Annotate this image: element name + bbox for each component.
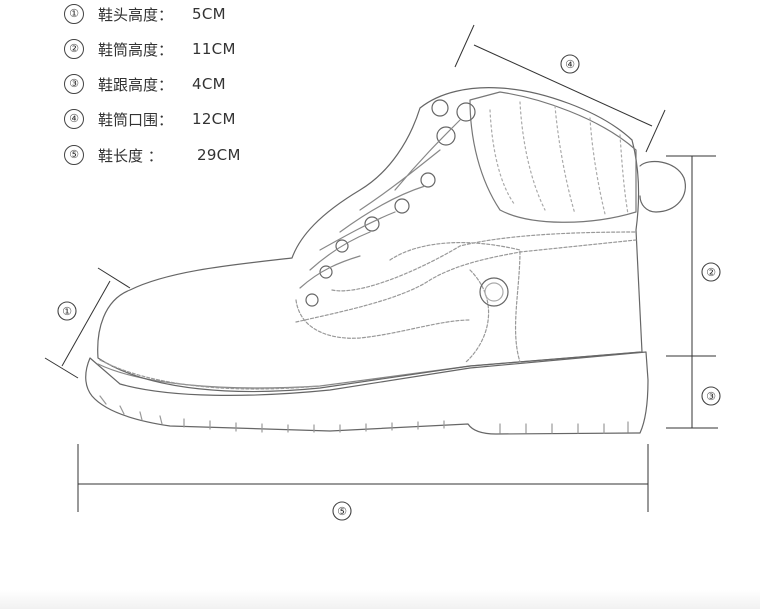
legend-label-length: 鞋长度 ： [98, 146, 163, 165]
legend-row-opening: ④ 鞋筒口围： 12CM [64, 105, 235, 133]
legend-value-shaft-height: 11CM [192, 40, 236, 58]
toe-cap-seam [295, 299, 471, 339]
logo-badge [479, 277, 509, 307]
legend-number-4: ④ [64, 109, 84, 129]
opening-line [473, 44, 653, 127]
legend-value-heel-height: 4CM [192, 75, 226, 93]
legend-value-length: 29CM [197, 146, 241, 164]
legend-number-3: ③ [64, 74, 84, 94]
legend-number-2: ② [64, 39, 84, 59]
bottom-fade [0, 590, 760, 609]
marker-heel-height: ③ [706, 390, 716, 403]
sole-tread [99, 395, 629, 434]
legend-row-heel-height: ③ 鞋跟高度： 4CM [64, 70, 226, 98]
collar-padding [469, 91, 637, 223]
boot-upper [97, 87, 643, 393]
legend-label-opening: 鞋筒口围： [98, 110, 174, 129]
stitching [99, 231, 637, 390]
legend-row-length: ⑤ 鞋长度 ： 29CM [64, 141, 240, 169]
legend-label-shaft-height: 鞋筒高度： [98, 40, 174, 59]
legend-label-heel-height: 鞋跟高度： [98, 75, 174, 94]
toe-height-tick-bottom [44, 357, 79, 379]
marker-opening: ④ [565, 58, 575, 71]
marker-shaft-height: ② [706, 266, 716, 279]
sole-welt [97, 351, 641, 389]
legend-value-opening: 12CM [192, 110, 236, 128]
marker-length: ⑤ [337, 505, 347, 518]
legend-value-toe-height: 5CM [192, 5, 226, 23]
marker-toe-height: ① [62, 305, 72, 318]
heel-pull-loop [639, 160, 686, 213]
legend-number-1: ① [64, 4, 84, 24]
legend-row-shaft-height: ② 鞋筒高度： 11CM [64, 35, 235, 63]
opening-tick-right [645, 109, 666, 153]
eyelets [305, 99, 476, 307]
legend-label-toe-height: 鞋头高度： [98, 5, 174, 24]
laces [299, 119, 461, 289]
boot-sole [85, 351, 649, 435]
legend-number-5: ⑤ [64, 145, 84, 165]
legend-row-toe-height: ① 鞋头高度： 5CM [64, 0, 226, 28]
toe-height-tick-top [97, 267, 131, 289]
toe-height-line [61, 280, 111, 367]
opening-tick-left [454, 24, 475, 68]
